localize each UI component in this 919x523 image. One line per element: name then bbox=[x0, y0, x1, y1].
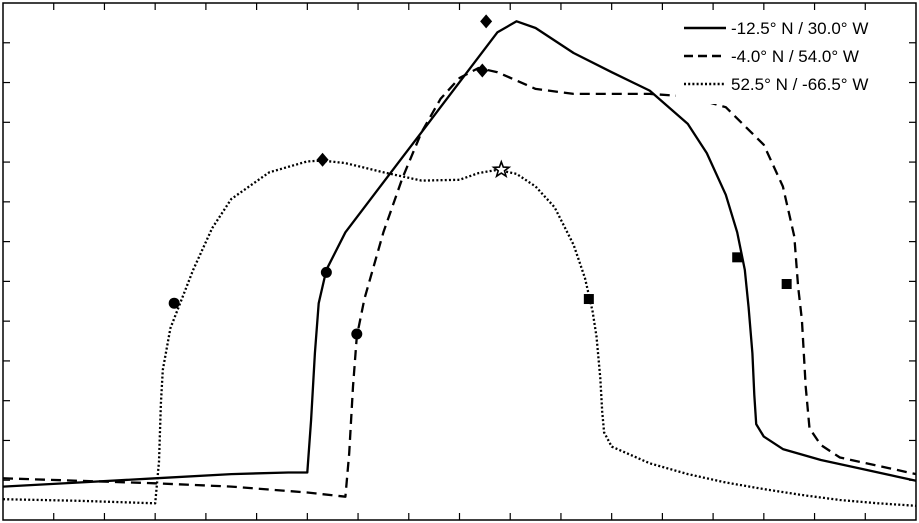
square-marker bbox=[732, 252, 743, 263]
legend: -12.5° N / 30.0° W -4.0° N / 54.0° W 52.5°… bbox=[676, 12, 908, 104]
circle-marker bbox=[320, 266, 332, 278]
square-marker bbox=[781, 279, 792, 290]
legend-label-3: 52.5° N / -66.5° W bbox=[731, 75, 868, 94]
diamond-marker bbox=[316, 152, 329, 167]
star-marker bbox=[491, 159, 512, 179]
circle-marker bbox=[168, 297, 180, 309]
diamond-marker bbox=[476, 63, 489, 78]
series-layer bbox=[2, 20, 917, 507]
marker-layer bbox=[168, 14, 792, 340]
series-line-1 bbox=[2, 20, 917, 488]
series-line-3 bbox=[2, 159, 917, 507]
square-marker bbox=[583, 294, 594, 305]
legend-label-2: -4.0° N / 54.0° W bbox=[731, 47, 859, 66]
series-line-2 bbox=[2, 66, 917, 498]
legend-label-1: -12.5° N / 30.0° W bbox=[731, 19, 868, 38]
circle-marker bbox=[351, 328, 363, 340]
diamond-marker bbox=[480, 14, 493, 29]
